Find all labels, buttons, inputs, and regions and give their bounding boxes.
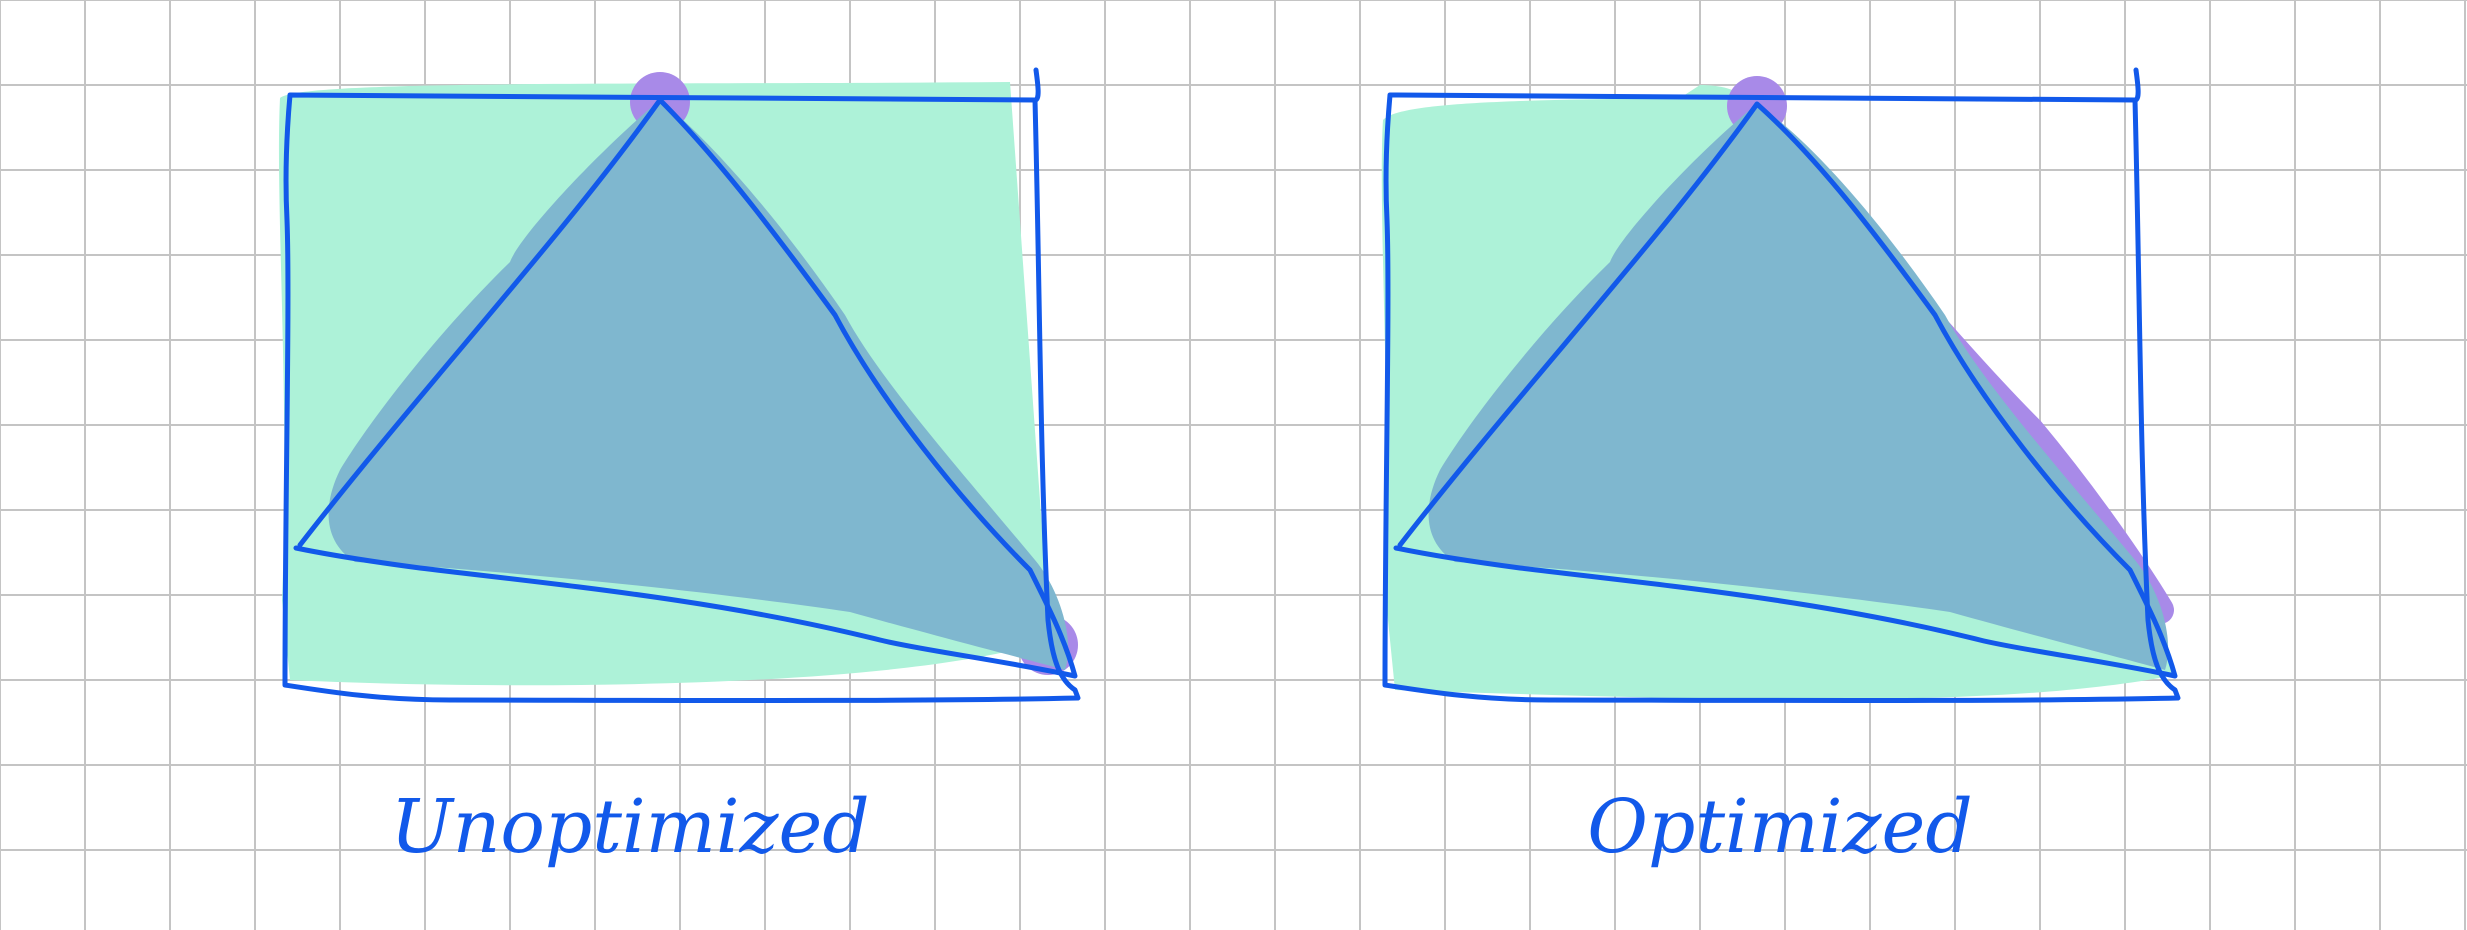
bounding-box-outline (1382, 67, 2181, 703)
panel-optimized (1381, 67, 2181, 703)
triangle-outline (293, 97, 1078, 679)
bounding-box-outline (282, 67, 1081, 703)
triangle-fill (1428, 104, 2169, 670)
triangle-fill (328, 100, 1069, 670)
caption-optimized: Optimized (1587, 784, 1973, 870)
panel-unoptimized (278, 67, 1081, 703)
caption-unoptimized: Unoptimized (390, 784, 870, 870)
triangle-outline (1393, 101, 2178, 679)
